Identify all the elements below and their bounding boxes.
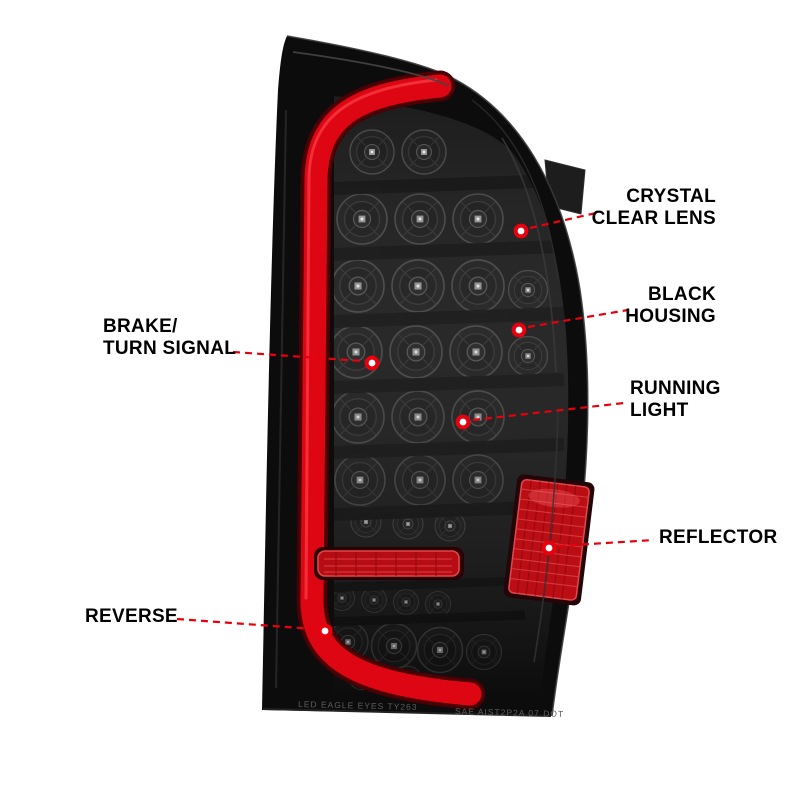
callout-label-reflector: REFLECTOR — [659, 527, 777, 549]
lens-etching-left: LED EAGLE EYES TY263 — [298, 699, 418, 712]
side-reflector — [503, 474, 595, 606]
callout-label-line: BLACK — [648, 284, 716, 305]
leader-line-brake-turn-signal — [232, 350, 363, 363]
callout-label-running-light: RUNNING LIGHT — [630, 378, 721, 422]
callout-leaders — [176, 211, 655, 639]
callout-label-line: RUNNING — [630, 378, 721, 399]
callout-label-line: CLEAR LENS — [591, 208, 716, 229]
housing-bottom-edge — [262, 708, 552, 717]
callout-label-black-housing: BLACK HOUSING — [625, 284, 716, 328]
housing-rim-highlight — [286, 35, 589, 717]
callout-label-line: REVERSE — [85, 606, 178, 627]
callout-label-reverse: REVERSE — [85, 606, 178, 628]
callout-label-line: REFLECTOR — [659, 527, 778, 548]
reverse-reflector-strip — [314, 547, 464, 580]
callout-label-crystal-clear-lens: CRYSTAL CLEAR LENS — [592, 186, 716, 230]
callout-label-line: TURN SIGNAL — [103, 338, 237, 359]
callout-label-line: HOUSING — [625, 306, 716, 327]
running-light-bar — [296, 70, 486, 710]
leader-line-reflector — [557, 538, 655, 548]
callout-dot-reverse — [317, 623, 333, 639]
leader-line-running-light — [472, 401, 625, 422]
lens-etching: LED EAGLE EYES TY263 SAE AIST2P2A 07 DOT — [298, 699, 564, 719]
callout-label-line: CRYSTAL — [626, 186, 716, 207]
callout-label-line: BRAKE/ — [103, 316, 178, 337]
callout-dot-brake-turn-signal — [364, 355, 380, 371]
leader-line-black-housing — [527, 308, 629, 329]
callout-dot-crystal-clear-lens — [513, 223, 529, 239]
callout-label-line: LIGHT — [630, 400, 689, 421]
lens-etching-right: SAE AIST2P2A 07 DOT — [455, 706, 564, 719]
callout-label-brake-turn-signal: BRAKE/ TURN SIGNAL — [103, 316, 236, 360]
callout-dot-reflector — [541, 540, 557, 556]
callout-dot-running-light — [455, 414, 471, 430]
callout-dot-black-housing — [511, 322, 527, 338]
leader-line-reverse — [176, 617, 315, 631]
